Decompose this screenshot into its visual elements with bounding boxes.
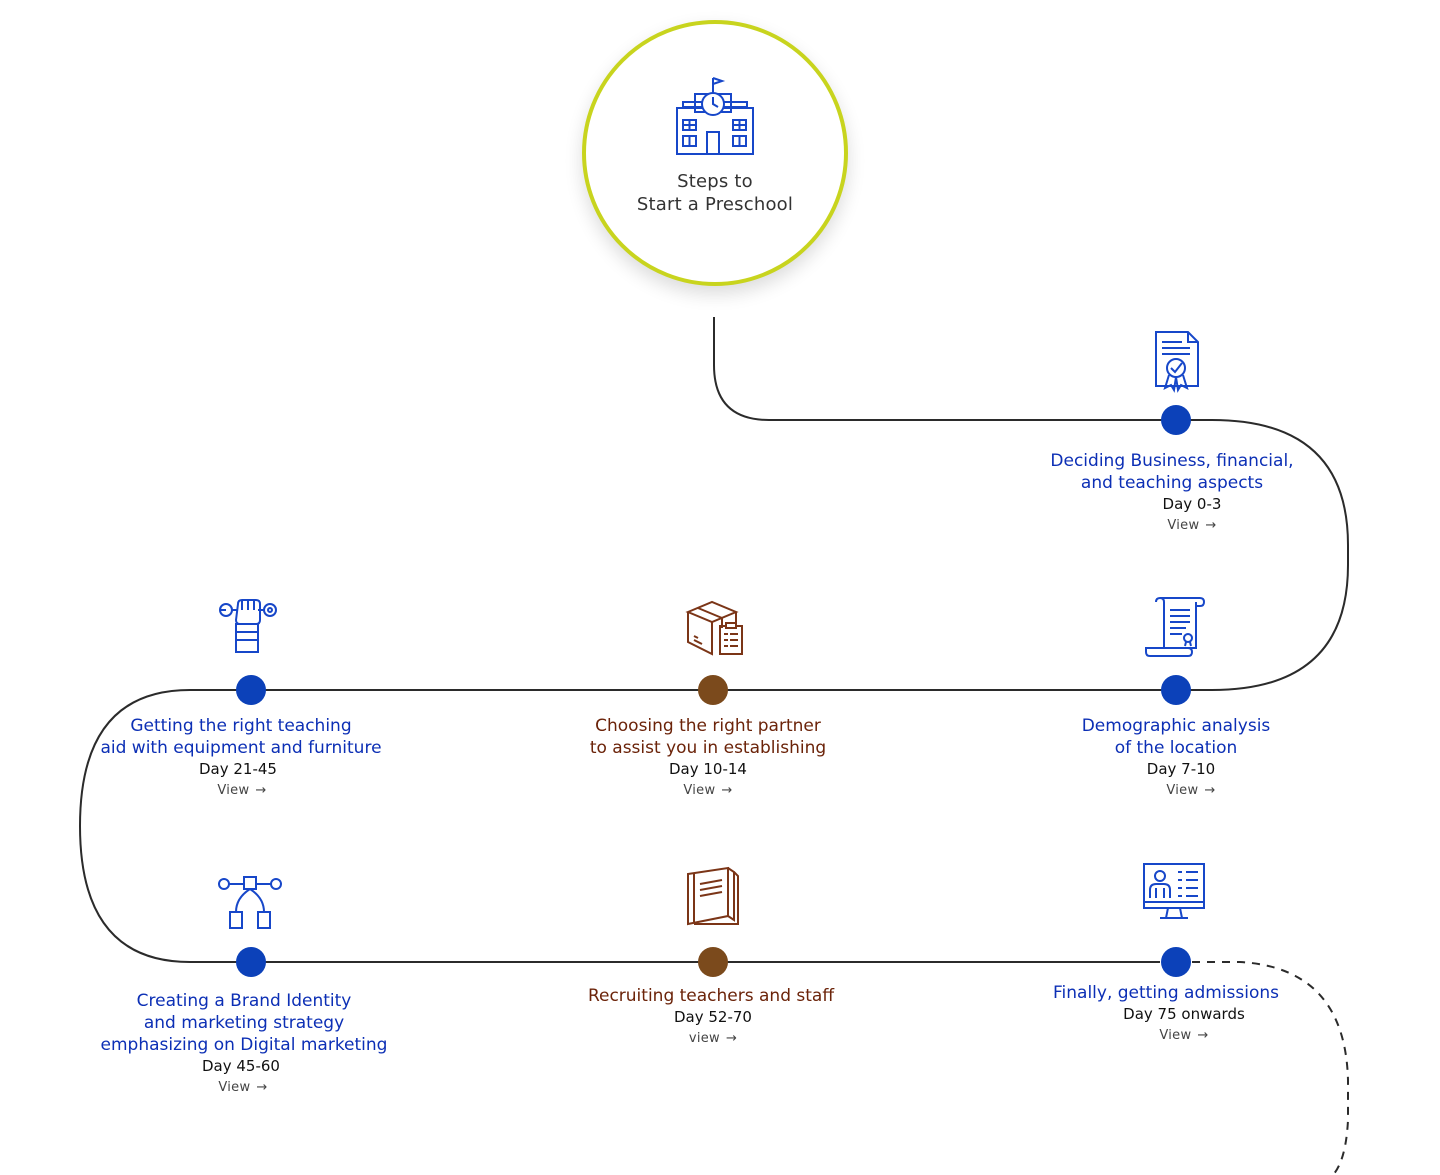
step-4-title: Getting the right teaching aid with equi… <box>71 715 411 759</box>
step-1-title: Deciding Business, financial, and teachi… <box>1002 450 1342 494</box>
step-7-view-label: View <box>1159 1028 1192 1043</box>
step-6-text: Recruiting teachers and staff Day 52-70 … <box>541 985 881 1049</box>
step-5-title: Creating a Brand Identity and marketing … <box>74 990 414 1056</box>
hub-title-line-1: Steps to <box>677 171 753 192</box>
step-1-day: Day 0-3 <box>1162 495 1222 513</box>
certificate-icon <box>1155 331 1199 393</box>
arrow-right-icon: → <box>721 783 733 798</box>
step-3-view-link[interactable]: View → <box>683 781 732 801</box>
step-2-title: Demographic analysis of the location <box>1006 715 1346 759</box>
step-7-view-link[interactable]: View → <box>1159 1026 1208 1046</box>
step-3-day: Day 10-14 <box>669 760 747 778</box>
path-dashed <box>1192 961 1349 1175</box>
step-7-node[interactable] <box>1161 947 1191 977</box>
vector-pen-icon <box>218 876 282 929</box>
arrow-right-icon: → <box>725 1031 738 1046</box>
step-4-text: Getting the right teaching aid with equi… <box>71 715 411 801</box>
step-7-title-line-1: Finally, getting admissions <box>1052 983 1279 1003</box>
hub-title-line-2: Start a Preschool <box>636 194 794 215</box>
step-5-title-line-2: and marketing strategy <box>143 1013 345 1033</box>
step-7-title: Finally, getting admissions <box>996 982 1336 1004</box>
arrow-right-icon: → <box>255 783 267 798</box>
step-2-title-line-1: Demographic analysis <box>1081 716 1271 736</box>
step-7-text: Finally, getting admissions Day 75 onwar… <box>996 982 1336 1046</box>
step-5-title-line-3: emphasizing on Digital marketing <box>100 1035 388 1055</box>
step-5-node[interactable] <box>236 947 266 977</box>
step-3-text: Choosing the right partner to assist you… <box>538 715 878 801</box>
step-6-view-link[interactable]: view → <box>689 1029 737 1049</box>
boxes-clipboard-icon <box>685 600 743 656</box>
step-6-title: Recruiting teachers and staff <box>541 985 881 1007</box>
step-3-view-label: View <box>683 783 716 798</box>
path-solid <box>78 317 1349 963</box>
step-4-title-line-2: aid with equipment and furniture <box>100 738 382 758</box>
step-6-node[interactable] <box>698 947 728 977</box>
arrow-right-icon: → <box>1205 518 1217 533</box>
step-6-title-line-1: Recruiting teachers and staff <box>587 986 835 1006</box>
step-2-text: Demographic analysis of the location Day… <box>1006 715 1346 801</box>
step-5-view-label: View <box>218 1080 251 1095</box>
step-4-view-link[interactable]: View → <box>217 781 266 801</box>
step-5-view-link[interactable]: View → <box>218 1078 267 1098</box>
step-5-text: Creating a Brand Identity and marketing … <box>74 990 414 1098</box>
step-2-node[interactable] <box>1161 675 1191 705</box>
step-3-title-line-2: to assist you in establishing <box>589 738 827 758</box>
scroll-document-icon <box>1145 597 1206 657</box>
step-1-view-link[interactable]: View → <box>1167 516 1216 536</box>
monitor-profile-icon <box>1143 863 1205 919</box>
book-icon <box>687 866 739 926</box>
step-7-day: Day 75 onwards <box>1123 1005 1245 1023</box>
step-2-view-label: View <box>1166 783 1199 798</box>
step-1-text: Deciding Business, financial, and teachi… <box>1002 450 1342 536</box>
step-4-view-label: View <box>217 783 250 798</box>
step-4-title-line-1: Getting the right teaching <box>130 716 352 736</box>
step-3-node[interactable] <box>698 675 728 705</box>
step-3-title-line-1: Choosing the right partner <box>595 716 821 736</box>
arrow-right-icon: → <box>256 1080 268 1095</box>
step-1-title-line-2: and teaching aspects <box>1080 473 1264 493</box>
step-1-title-line-1: Deciding Business, financial, <box>1050 451 1294 471</box>
step-6-view-label: view <box>688 1031 720 1046</box>
step-2-title-line-2: of the location <box>1114 738 1238 758</box>
school-building-icon <box>676 77 754 155</box>
step-2-day: Day 7-10 <box>1146 760 1216 778</box>
hand-wrench-icon <box>219 599 277 653</box>
step-2-view-link[interactable]: View → <box>1166 781 1215 801</box>
arrow-right-icon: → <box>1197 1028 1209 1043</box>
step-3-title: Choosing the right partner to assist you… <box>538 715 878 759</box>
hub-title: Steps to Start a Preschool <box>586 170 844 216</box>
step-5-title-line-1: Creating a Brand Identity <box>136 991 352 1011</box>
step-4-node[interactable] <box>236 675 266 705</box>
arrow-right-icon: → <box>1204 783 1216 798</box>
step-4-day: Day 21-45 <box>199 760 277 778</box>
step-5-day: Day 45-60 <box>202 1057 280 1075</box>
hub-circle: Steps to Start a Preschool <box>582 20 848 286</box>
step-1-view-label: View <box>1167 518 1200 533</box>
step-1-node[interactable] <box>1161 405 1191 435</box>
step-6-day: Day 52-70 <box>674 1008 752 1026</box>
